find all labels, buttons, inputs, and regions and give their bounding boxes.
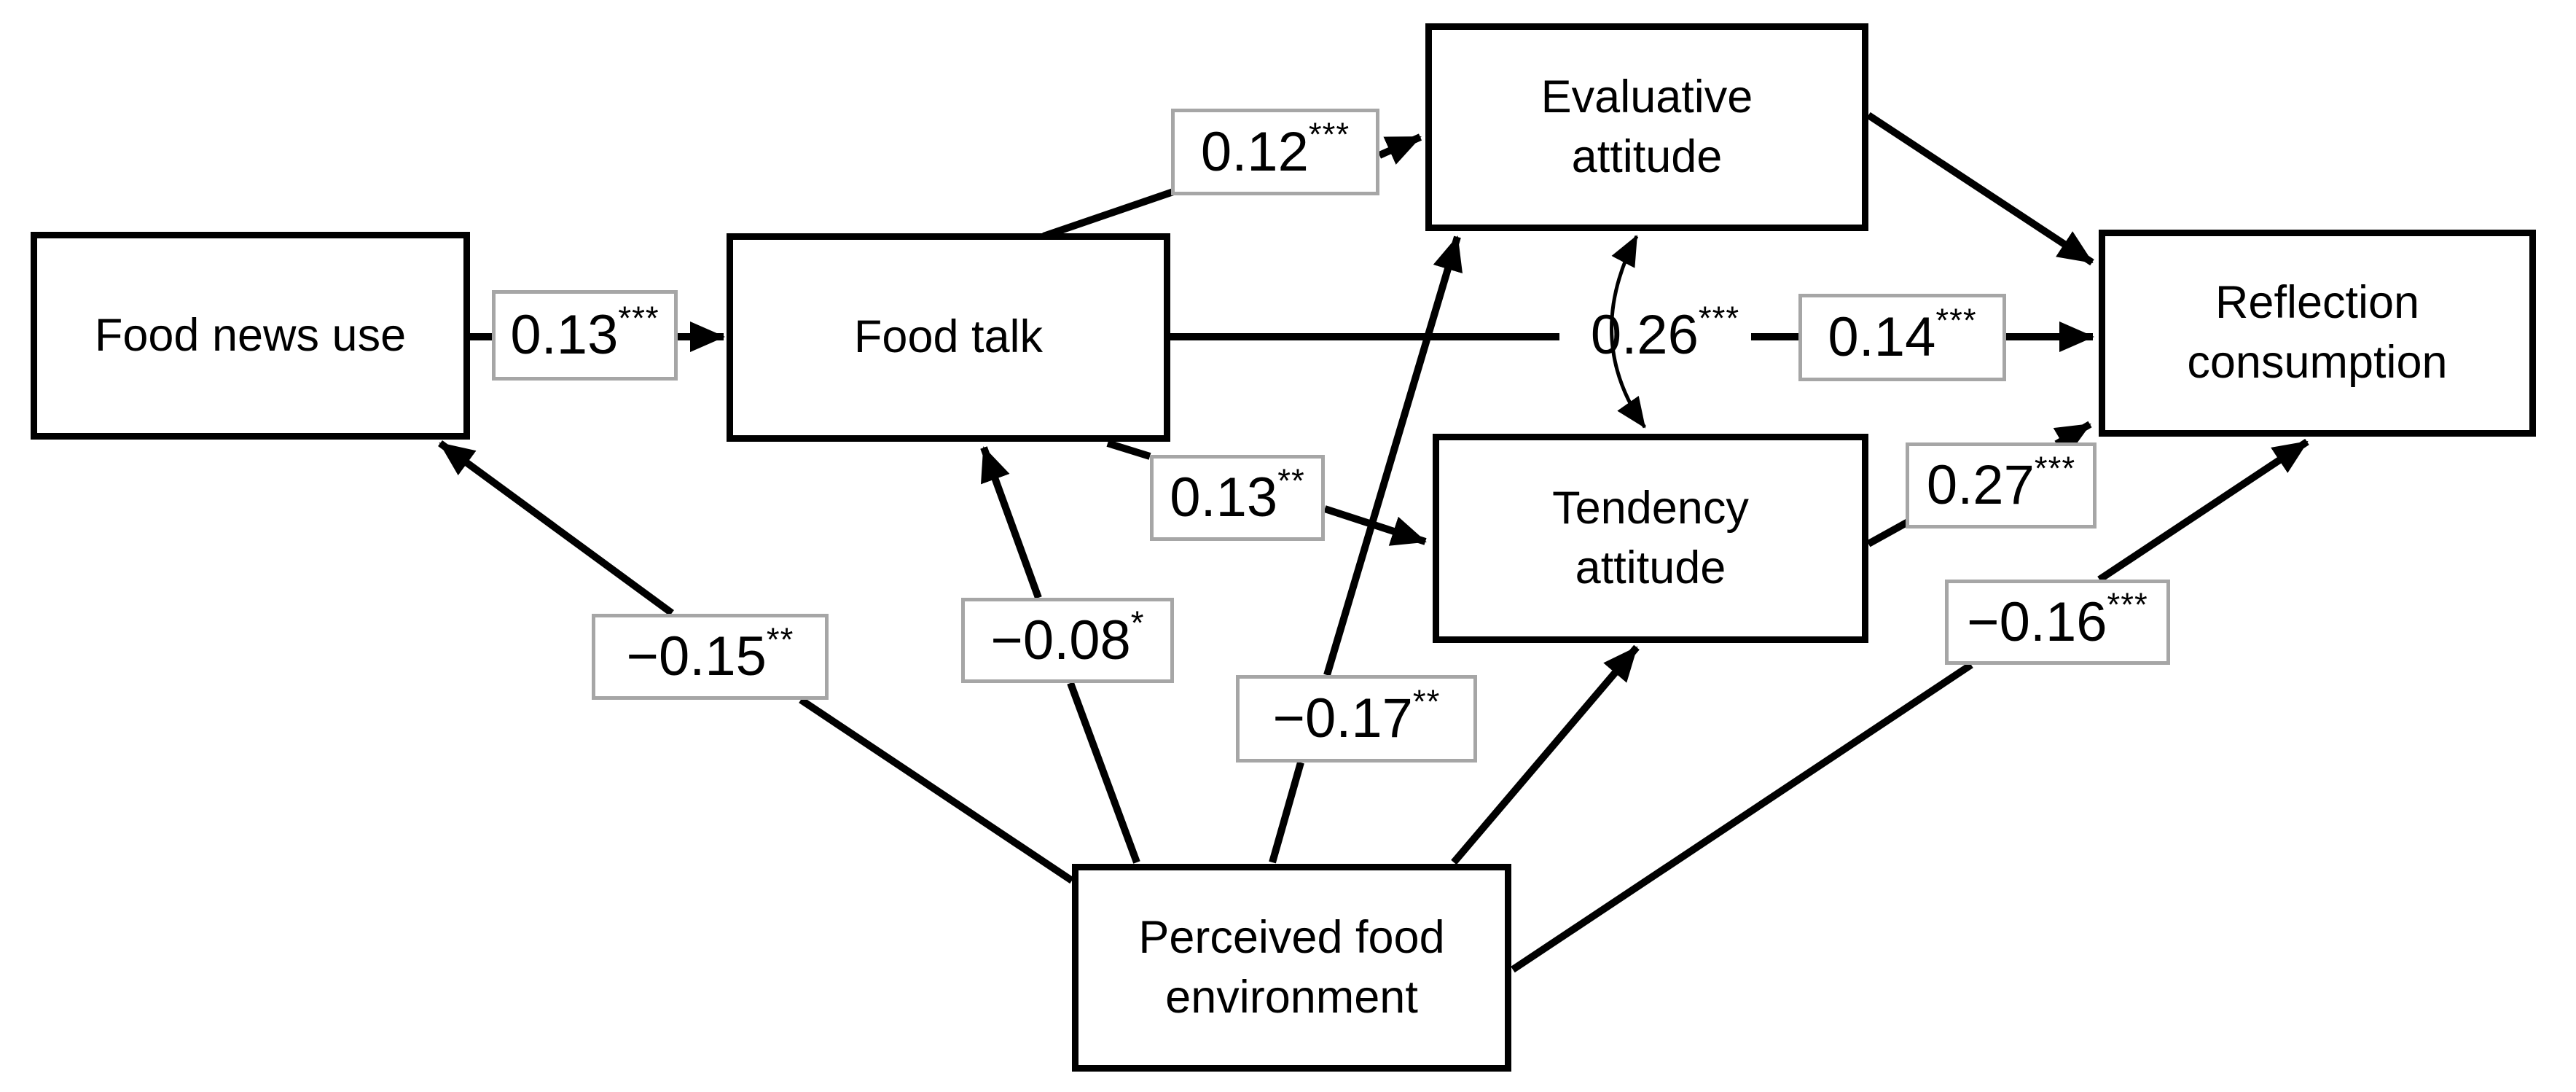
coefficient-value: 0.26 [1590, 304, 1699, 366]
arrow-perceived-to-reflection [1511, 438, 2309, 973]
significance-stars: *** [1308, 116, 1350, 153]
coefficient-label-perceived-evaluative: −0.17** [1236, 675, 1477, 763]
arrow-perceived-to-evaluative [1269, 235, 1463, 864]
arrow-perceived-to-foodtalk [980, 446, 1140, 864]
coefficient-label-perceived-reflection: −0.16*** [1945, 580, 2170, 665]
node-label: Food news use [94, 309, 407, 361]
coefficient-value: −0.15 [626, 625, 767, 687]
node-reflection-consumption: Reflection consumption [2099, 230, 2536, 437]
significance-stars: *** [2107, 586, 2148, 623]
significance-stars: ** [1277, 461, 1305, 499]
node-label: Reflection consumption [2187, 277, 2448, 388]
arrow-foodtalk-to-evaluative [1042, 133, 1422, 240]
coefficient-value: −0.17 [1272, 687, 1413, 749]
coefficient-label-foodnews-foodtalk: 0.13*** [492, 290, 678, 381]
coefficient-value: −0.16 [1967, 590, 2107, 653]
coefficient-value: 0.12 [1200, 120, 1309, 183]
coefficient-value: −0.08 [990, 609, 1131, 671]
coefficient-value: 0.14 [1828, 306, 1936, 368]
significance-stars: ** [1412, 682, 1441, 720]
node-evaluative-attitude: Evaluative attitude [1425, 23, 1868, 231]
significance-stars: * [1130, 604, 1145, 641]
significance-stars: *** [1935, 301, 1977, 339]
arrow-evaluative-to-reflection [1866, 112, 2094, 266]
coefficient-label-foodtalk-reflection: 0.14*** [1798, 294, 2006, 381]
covariance-evaluative-tendency [1610, 235, 1647, 429]
coefficient-value: 0.13 [1170, 467, 1278, 529]
coefficient-label-perceived-foodtalk: −0.08* [961, 598, 1174, 683]
significance-stars: *** [2034, 449, 2076, 487]
arrow-perceived-to-foodnews [438, 440, 1074, 884]
node-tendency-attitude: Tendency attitude [1433, 434, 1868, 643]
significance-stars: *** [1698, 299, 1740, 337]
coefficient-value: 0.13 [510, 304, 619, 366]
node-perceived-food-environment: Perceived food environment [1072, 864, 1511, 1072]
arrow-perceived-to-tendency [1451, 644, 1640, 865]
coefficient-label-tendency-reflection: 0.27*** [1906, 442, 2097, 529]
arrow-tendency-to-reflection [1866, 421, 2092, 547]
node-label: Perceived food environment [1138, 911, 1445, 1023]
coefficient-label-perceived-foodnews: −0.15** [592, 614, 829, 700]
coefficient-value: 0.27 [1926, 454, 2035, 516]
node-label: Food talk [853, 311, 1044, 363]
coefficient-label-foodtalk-evaluative: 0.12*** [1171, 109, 1379, 195]
node-label: Tendency attitude [1552, 482, 1749, 593]
significance-stars: ** [766, 620, 794, 658]
node-food-news-use: Food news use [31, 232, 470, 440]
node-food-talk: Food talk [727, 233, 1170, 442]
coefficient-label-foodtalk-tendency: 0.13** [1150, 455, 1325, 541]
significance-stars: *** [618, 299, 659, 337]
node-label: Evaluative attitude [1540, 71, 1753, 182]
coefficient-label-covariance-evaluative-tendency: 0.26*** [1567, 290, 1763, 381]
